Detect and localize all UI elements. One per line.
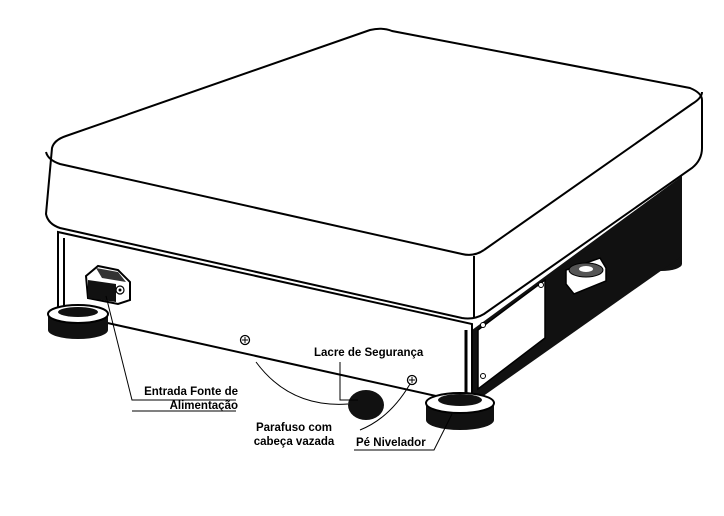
weighing-platform-top [44,27,703,320]
panel-screw-icon [538,282,544,288]
front-screw-icon [239,334,251,346]
security-seal-icon [348,390,384,420]
panel-screw-icon [480,373,486,379]
front-screw-icon [406,374,418,386]
front-right-foot [425,392,495,430]
front-left-foot [47,304,109,339]
leader-lines [105,295,453,451]
power-input-connector-icon [84,264,131,306]
leveling-foot-label: Pé Nivelador [356,437,426,449]
power-input-label: Entrada Fonte de Alimentação [144,386,238,412]
security-seal-label: Lacre de Segurança [314,347,424,359]
level-bubble-icon [565,257,607,295]
panel-screw-icon [480,322,486,328]
screw-label: Parafuso com cabeça vazada [253,422,335,448]
right-side-panel [477,278,546,391]
